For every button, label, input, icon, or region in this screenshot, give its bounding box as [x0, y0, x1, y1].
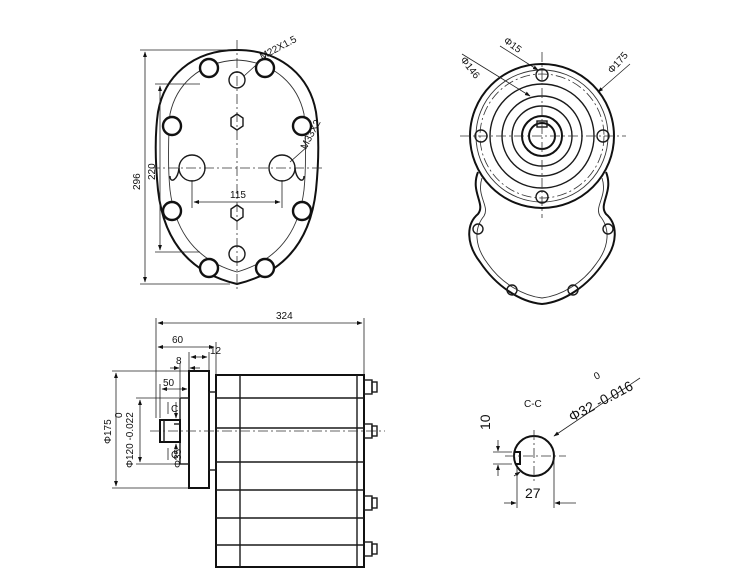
dim-8: 8 [176, 356, 182, 367]
section-mark-c: C [171, 404, 178, 415]
flange-bolt-hole [535, 68, 549, 82]
thread-m22: M22X1.5 [258, 34, 299, 63]
flange-bolt-hole [474, 129, 488, 143]
dim-phi32-upper: 0 [592, 370, 602, 383]
dim-phi175-side: Φ175 [103, 419, 114, 444]
fitting [363, 495, 373, 511]
hex-plug [230, 204, 244, 222]
dim-60: 60 [172, 335, 184, 346]
port-top [228, 71, 246, 89]
mount-flange [188, 370, 210, 489]
bolt-hole [161, 200, 183, 222]
dim-phi175: Φ175 [606, 50, 631, 76]
flange-body [468, 171, 616, 306]
mount-hole [567, 284, 579, 296]
bolt-hole [291, 200, 313, 222]
bolt-hole [198, 257, 220, 279]
fitting [363, 379, 373, 395]
section-label: C-C [524, 399, 542, 410]
bolt-hole [291, 115, 313, 137]
fitting [363, 541, 373, 557]
dim-220: 220 [147, 163, 158, 180]
dim-phi15: Φ15 [501, 36, 523, 56]
bolt-hole [161, 115, 183, 137]
dim-10: 10 [477, 414, 493, 430]
flange-bolt-hole [535, 190, 549, 204]
dim-115: 115 [230, 190, 246, 201]
mount-hole [506, 284, 518, 296]
dim-phi120-upper: 0 [114, 412, 125, 418]
front-port-view: 296 220 115 M22X1.5 M33X2 [132, 34, 325, 292]
bolt-hole [254, 257, 276, 279]
bolt-hole [254, 57, 276, 79]
section-mark-c-lower: C [171, 450, 178, 461]
port-bottom [228, 245, 246, 263]
dim-27: 27 [525, 485, 541, 501]
side-view: 324 60 12 8 50 Φ175 Φ120 -0.022 0 Φ35 [103, 311, 385, 568]
dim-324: 324 [276, 311, 293, 322]
dim-phi35: Φ35 [173, 448, 184, 468]
bolt-hole [198, 57, 220, 79]
inner-outline [168, 59, 306, 273]
shaft-section-view: C-C Φ32 -0.016 0 10 27 [477, 370, 641, 508]
flange-bolt-hole [596, 129, 610, 143]
hex-plug [230, 113, 244, 131]
dim-phi32: Φ32 -0.016 [566, 377, 636, 424]
dim-phi146: Φ146 [458, 55, 482, 82]
flange-view: Φ146 Φ15 Φ175 [458, 36, 631, 306]
dim-50: 50 [163, 378, 175, 389]
dim-phi120: Φ120 -0.022 [125, 412, 136, 468]
mount-hole [472, 223, 484, 235]
pump-housing [215, 374, 365, 568]
mount-hole [602, 223, 614, 235]
dim-296: 296 [132, 173, 143, 190]
dim-12: 12 [210, 346, 222, 357]
